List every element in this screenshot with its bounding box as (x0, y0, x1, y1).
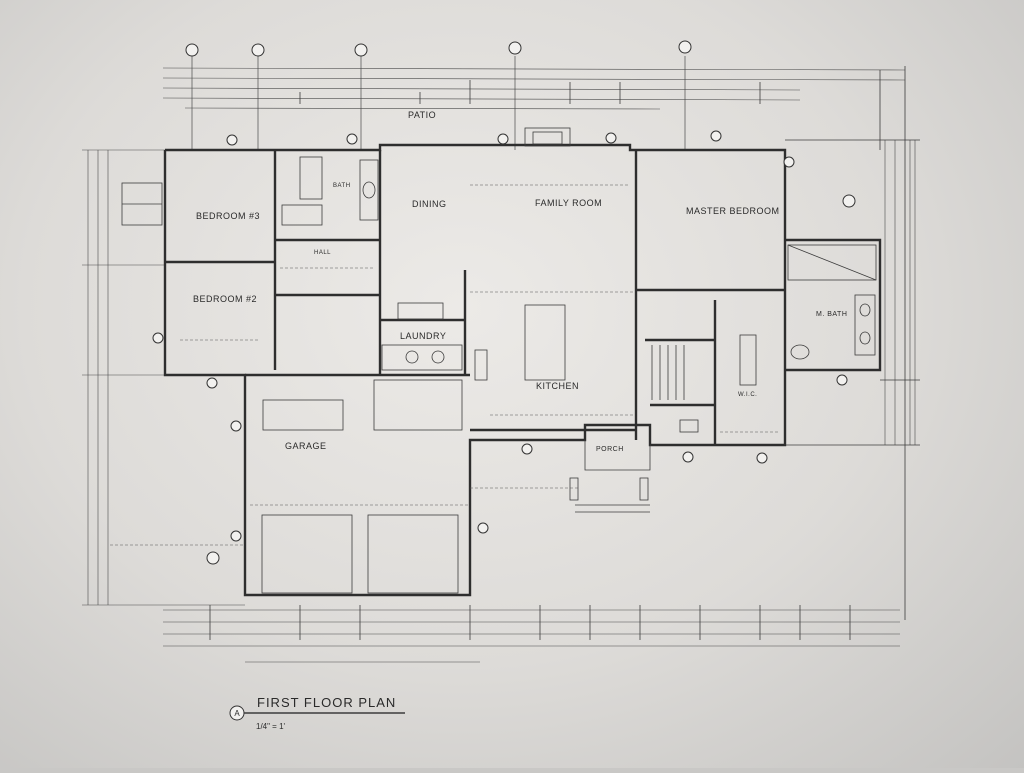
room-label-mbath: M. BATH (816, 311, 847, 318)
room-label-dining: DINING (412, 199, 447, 209)
grid-markers (152, 40, 856, 565)
fixtures (121, 127, 877, 594)
bottom-dimension-lines (163, 605, 900, 663)
dashed-references (110, 184, 780, 546)
room-label-family: FAMILY ROOM (535, 198, 602, 208)
room-label-bedroom2: BEDROOM #2 (193, 294, 257, 304)
room-label-bedroom3: BEDROOM #3 (196, 211, 260, 221)
room-label-master: MASTER BEDROOM (686, 206, 780, 216)
room-labels: PATIO BEDROOM #3 BEDROOM #2 BATH HALL DI… (193, 110, 847, 453)
room-label-bath: BATH (333, 183, 351, 189)
room-label-laundry: LAUNDRY (400, 331, 446, 341)
title-block: A FIRST FLOOR PLAN 1/4" = 1' (229, 695, 405, 731)
sheet-title: FIRST FLOOR PLAN (257, 695, 396, 710)
top-dimension-lines (162, 56, 906, 620)
room-label-kitchen: KITCHEN (536, 381, 579, 391)
room-label-garage: GARAGE (285, 441, 327, 451)
title-marker: A (234, 709, 240, 718)
room-label-wic: W.I.C. (738, 392, 757, 398)
left-dimension-lines (82, 149, 245, 606)
room-label-porch: PORCH (596, 446, 624, 453)
interior-walls (165, 150, 785, 445)
room-label-hall: HALL (314, 250, 331, 256)
exterior-walls (163, 143, 882, 597)
sheet-scale: 1/4" = 1' (256, 722, 286, 731)
room-label-patio: PATIO (408, 110, 436, 120)
right-dimension-lines (785, 139, 920, 446)
